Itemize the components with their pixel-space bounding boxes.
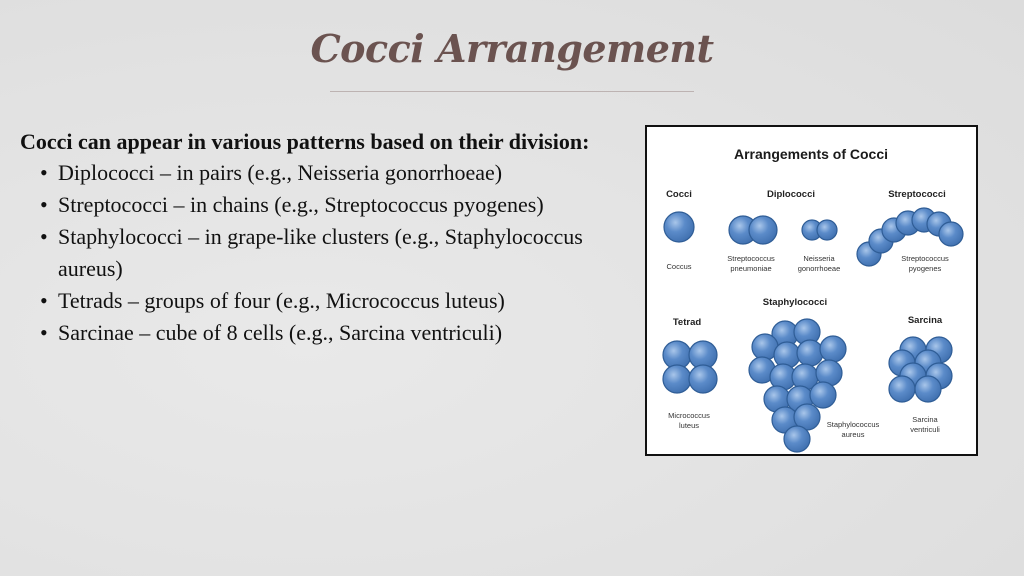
bullet-sarcinae: Sarcinae – cube of 8 cells (e.g., Sarcin… xyxy=(20,317,600,349)
coccus-cell xyxy=(938,221,964,247)
bullet-list: Diplococci – in pairs (e.g., Neisseria g… xyxy=(20,157,600,349)
heading-tetrad: Tetrad xyxy=(673,317,702,328)
coccus-cells xyxy=(663,211,695,243)
coccus-cell xyxy=(819,335,847,363)
coccus-cell xyxy=(816,219,838,241)
caption-diplo-right-1: Neisseria xyxy=(803,254,835,263)
diplococcus-neisseria-cells xyxy=(801,219,838,241)
bullet-tetrads: Tetrads – groups of four (e.g., Micrococ… xyxy=(20,285,600,317)
coccus-cell xyxy=(688,364,718,394)
slide-content: Cocci can appear in various patterns bas… xyxy=(20,126,600,349)
coccus-cell xyxy=(783,425,811,453)
coccus-cell xyxy=(663,211,695,243)
caption-strepto-2: pyogenes xyxy=(909,264,942,273)
coccus-cell xyxy=(888,375,916,403)
staphylococcus-cluster-cells xyxy=(748,318,847,453)
caption-sarcina-1: Sarcina xyxy=(912,415,938,424)
bullet-staphylococci: Staphylococci – in grape-like clusters (… xyxy=(20,221,600,285)
cocci-illustration: Arrangements of Cocci Cocci Diplococci S… xyxy=(662,146,964,453)
bullet-streptococci: Streptococci – in chains (e.g., Streptoc… xyxy=(20,189,600,221)
tetrad-cells xyxy=(662,340,718,394)
heading-diplococci: Diplococci xyxy=(767,189,815,200)
intro-text: Cocci can appear in various patterns bas… xyxy=(20,129,590,154)
heading-staphylococci: Staphylococci xyxy=(763,297,827,308)
coccus-cell xyxy=(796,339,824,367)
coccus-cell xyxy=(914,375,942,403)
heading-sarcina: Sarcina xyxy=(908,315,943,326)
slide-title: Cocci Arrangement xyxy=(310,26,714,71)
caption-tetrad-2: luteus xyxy=(679,421,699,430)
caption-tetrad-1: Micrococcus xyxy=(668,411,710,420)
coccus-cell xyxy=(662,364,692,394)
coccus-cell xyxy=(748,215,778,245)
heading-cocci: Cocci xyxy=(666,189,692,200)
title-divider xyxy=(330,91,694,92)
sarcina-cube-cells xyxy=(888,336,953,403)
caption-sarcina-2: ventriculi xyxy=(910,425,940,434)
caption-staph-1: Staphylococcus xyxy=(827,420,880,429)
caption-staph-2: aureus xyxy=(842,430,865,439)
figure-title: Arrangements of Cocci xyxy=(734,146,888,162)
caption-strepto-1: Streptococcus xyxy=(901,254,949,263)
streptococcus-chain-cells xyxy=(856,207,964,267)
diplococcus-pneumoniae-cells xyxy=(728,215,778,245)
cocci-arrangements-figure: Arrangements of Cocci Cocci Diplococci S… xyxy=(645,125,978,456)
caption-coccus: Coccus xyxy=(666,262,691,271)
bullet-diplococci: Diplococci – in pairs (e.g., Neisseria g… xyxy=(20,157,600,189)
caption-diplo-left-1: Streptococcus xyxy=(727,254,775,263)
coccus-cell xyxy=(809,381,837,409)
caption-diplo-left-2: pneumoniae xyxy=(730,264,771,273)
caption-diplo-right-2: gonorrhoeae xyxy=(798,264,841,273)
heading-streptococci: Streptococci xyxy=(888,189,946,200)
